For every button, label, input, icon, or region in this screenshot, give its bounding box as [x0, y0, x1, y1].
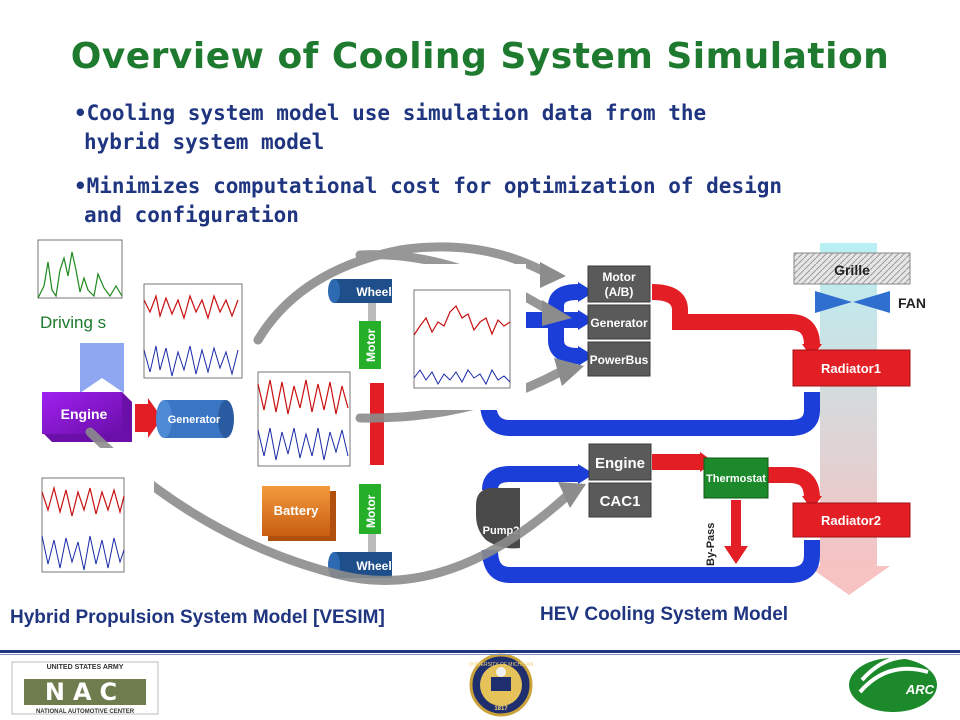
arc-text: ARC	[905, 682, 935, 697]
university-seal-icon	[469, 653, 533, 717]
bottom-shaft	[368, 534, 376, 552]
powerbus-box	[587, 341, 651, 377]
driving-schedule-label: Driving s	[40, 313, 107, 332]
seal-top-text: UNIVERSITY OF MICHIGAN	[469, 662, 534, 668]
top-motor-box	[359, 321, 381, 369]
bullet-1-line-2: hybrid system model	[84, 130, 325, 154]
bullet-2: •Minimizes computational cost for optimi…	[74, 172, 782, 230]
engine-to-generator-arrow	[135, 398, 162, 438]
army-top-text: UNITED STATES ARMY	[47, 664, 124, 671]
grille-label: Grille	[834, 262, 870, 278]
top-wheel	[328, 279, 392, 303]
fan-icon	[815, 291, 890, 313]
bullet-2-line-2: and configuration	[84, 203, 299, 227]
bottom-wheel-label: Wheel	[356, 559, 391, 573]
bottom-motor-box	[359, 484, 381, 534]
generator-label: Generator	[168, 414, 221, 426]
thermostat-label: Thermostat	[706, 473, 766, 485]
loop2-cold-return	[482, 540, 820, 583]
engine-cooling-box	[588, 443, 652, 481]
motor-ab-label: Motor	[602, 270, 636, 284]
radiator2-label: Radiator2	[821, 513, 881, 528]
thermostat-box	[703, 457, 769, 499]
generator-cylinder	[156, 400, 234, 438]
generator-cooling-label: Generator	[590, 316, 648, 330]
powerbus-bar	[370, 383, 384, 465]
generator-cooling-box	[587, 304, 651, 340]
bypass-label: By-Pass	[705, 523, 717, 566]
data-arrow-motor	[253, 242, 550, 345]
motor-ab-box	[587, 265, 651, 303]
bypass-line	[731, 500, 741, 546]
data-arrowhead-engine	[558, 482, 586, 508]
plot-thumbnail-2	[254, 370, 354, 470]
loop1-split	[548, 284, 579, 364]
loop1-cold-return	[480, 320, 820, 436]
radiator1-label: Radiator1	[821, 361, 881, 376]
loop1-hot	[651, 284, 820, 346]
motor-ab-sublabel: (A/B)	[605, 285, 634, 299]
bullet-2-line-1: •Minimizes computational cost for optimi…	[74, 174, 783, 198]
seal-year-text: 1817	[494, 706, 508, 712]
footer-divider-thin	[0, 654, 960, 655]
fan-label: FAN	[898, 295, 926, 311]
loop-arrowheads-cold	[578, 282, 594, 484]
top-wheel-label: Wheel	[356, 285, 391, 299]
driving-arrow	[80, 343, 124, 393]
cooling-model-caption: HEV Cooling System Model	[540, 604, 789, 625]
bullet-1: •Cooling system model use simulation dat…	[74, 99, 706, 157]
nac-text: NAC	[45, 678, 125, 706]
battery-block	[262, 486, 336, 541]
footer-divider	[0, 650, 960, 653]
plot-thumbnail-1	[138, 281, 246, 384]
hybrid-model-caption: Hybrid Propulsion System Model [VESIM]	[10, 607, 385, 628]
radiator1-box	[792, 349, 911, 387]
slide-title: Overview of Cooling System Simulation	[70, 36, 890, 77]
loop2-hot-b	[768, 467, 820, 499]
top-motor-label: Motor	[364, 328, 378, 362]
pump2-label: Pump2	[483, 525, 520, 537]
grille	[793, 252, 911, 285]
powerbus-label: PowerBus	[590, 353, 649, 367]
cac1-box	[588, 482, 652, 518]
loop2-cold-supply	[482, 466, 578, 491]
battery-label: Battery	[274, 503, 320, 518]
bypass-arrowhead	[724, 546, 748, 564]
engine-label: Engine	[61, 406, 108, 422]
nac-logo	[11, 661, 159, 715]
engine-cooling-label: Engine	[595, 455, 645, 472]
cac1-label: CAC1	[600, 493, 641, 510]
radiator2-box	[792, 502, 911, 538]
engine-block	[42, 392, 132, 442]
data-arrow-engine	[85, 427, 573, 585]
data-arrowhead-powerbus	[554, 358, 584, 386]
top-shaft	[368, 303, 376, 321]
bullet-1-line-1: •Cooling system model use simulation dat…	[74, 101, 707, 125]
pump2-shape	[476, 488, 520, 549]
data-arrowhead-motor	[540, 262, 566, 288]
data-arrowhead-generator	[542, 300, 572, 326]
army-bottom-text: NATIONAL AUTOMOTIVE CENTER	[36, 709, 135, 715]
plot-thumbnail-3	[398, 264, 526, 410]
arc-logo	[849, 654, 937, 712]
bottom-motor-label: Motor	[364, 494, 378, 528]
plot-thumbnail-4	[28, 448, 154, 574]
